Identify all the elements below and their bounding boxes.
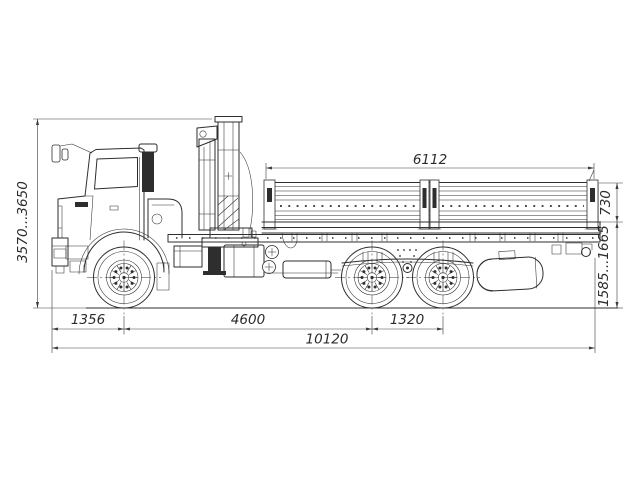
dim-platform-height: 1585...1665 (596, 221, 623, 309)
rear-wheel-1 (334, 240, 410, 315)
dim-overall-height: 3570...3650 (15, 118, 212, 309)
outrigger-foot (203, 271, 226, 275)
crane-boom (196, 125, 218, 231)
rear-suspension (341, 249, 474, 273)
dim-label-front-overhang: 1356 (71, 312, 105, 328)
rear-wheel-2 (405, 240, 481, 315)
dim-label-rear-axle-spacing: 1320 (390, 312, 424, 328)
door-handle (109, 205, 119, 211)
air-reservoirs (262, 245, 279, 274)
front-wheel (86, 240, 162, 315)
tow-hitch (551, 242, 593, 257)
outrigger-leg (208, 247, 221, 271)
dim-label-platform-height: 1585...1665 (596, 225, 612, 307)
dim-sideboard-height: 730 (598, 182, 623, 223)
stakes (261, 179, 601, 230)
dim-rear-axle-spacing: 1320 (372, 312, 444, 335)
dim-body-inner-length: 6112 (265, 152, 595, 182)
cab-step-lower (69, 260, 87, 273)
dim-front-overhang: 1356 (51, 270, 125, 353)
dim-wheelbase: 4600 (123, 312, 373, 335)
air-intake-snorkel (138, 143, 158, 192)
cab-rear-panel (147, 198, 183, 239)
dim-label-body-inner-length: 6112 (413, 152, 447, 168)
battery-box (173, 245, 203, 268)
crane-manipulator (196, 116, 259, 275)
front-fender (78, 228, 170, 291)
fuel-tank (223, 241, 265, 278)
front-bumper (51, 237, 69, 267)
dim-label-overall-height: 3570...3650 (15, 181, 31, 263)
rear-lamp (551, 244, 562, 255)
side-window (94, 157, 138, 190)
door-badge (75, 202, 88, 207)
dim-label-sideboard-height: 730 (598, 190, 614, 216)
cab-mirror (51, 143, 93, 163)
crane-column (214, 116, 253, 231)
cargo-platform (261, 179, 602, 249)
hanging-cable (281, 232, 298, 249)
chassis-frame (167, 221, 601, 243)
platform-floor (261, 221, 602, 249)
muffler (265, 260, 342, 279)
dim-overall-length: 10120 (52, 258, 596, 353)
rear-cylinder-tank (476, 250, 544, 292)
front-mudflap (156, 262, 170, 291)
truck-cab (51, 143, 183, 274)
dim-label-overall-length: 10120 (306, 332, 349, 348)
dim-label-wheelbase: 4600 (231, 312, 265, 328)
cab-step-upper (65, 245, 89, 260)
crane-base-outrigger (201, 227, 259, 275)
